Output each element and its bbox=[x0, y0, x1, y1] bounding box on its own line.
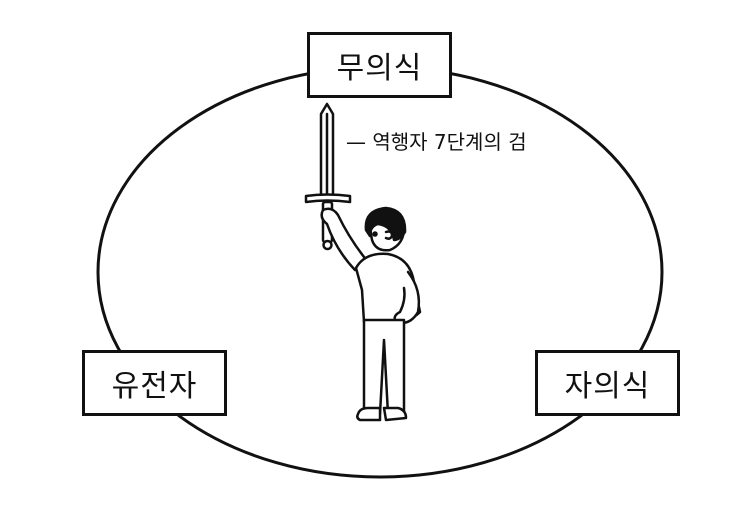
node-unconscious: 무의식 bbox=[307, 32, 452, 98]
sword-icon bbox=[304, 102, 352, 251]
person-figure bbox=[320, 206, 422, 422]
node-genes: 유전자 bbox=[82, 350, 227, 416]
node-self-awareness: 자의식 bbox=[535, 350, 680, 416]
sword-caption: — 역행자 7단계의 검 bbox=[346, 130, 527, 154]
